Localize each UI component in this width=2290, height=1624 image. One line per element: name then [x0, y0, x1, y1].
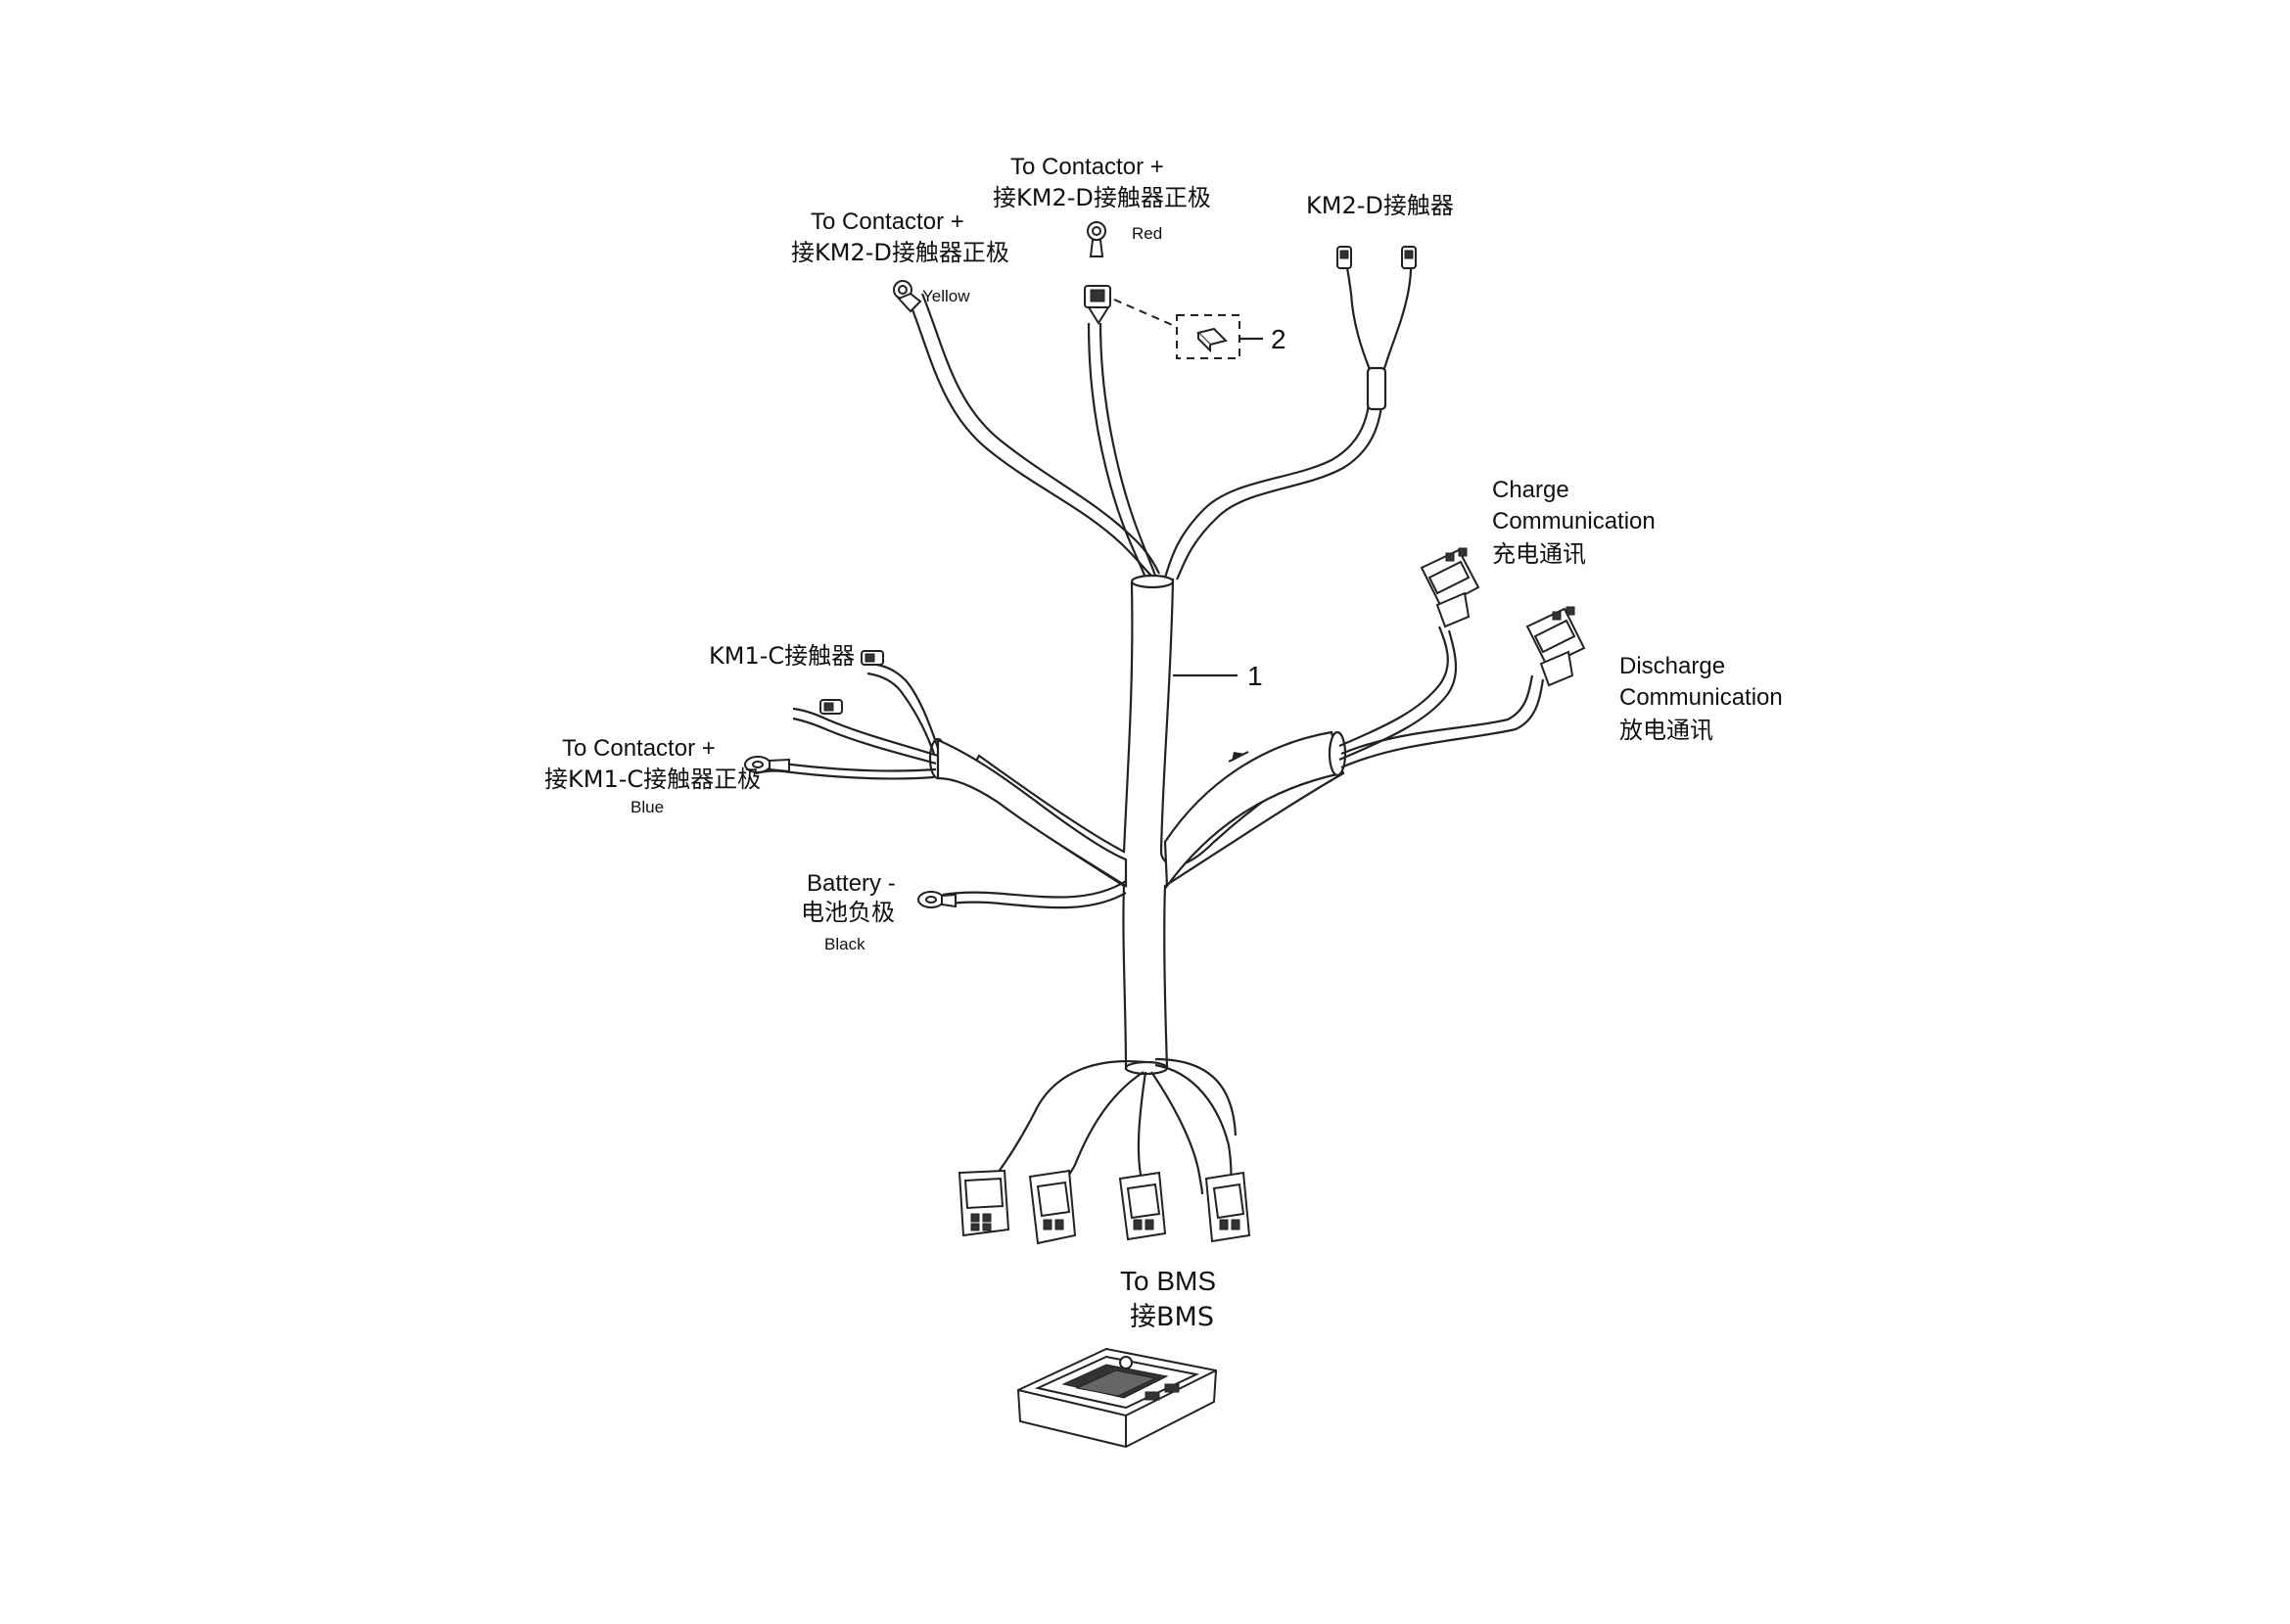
terminal-red: [1084, 221, 1111, 325]
km1c-label: KM1-C接触器: [709, 642, 855, 670]
label-charge: Charge Communication 充电通讯: [1492, 477, 1656, 568]
contactor-yellow-cn: 接KM2-D接触器正极: [791, 239, 1009, 266]
battery-en: Battery -: [807, 870, 896, 897]
battery-cn: 电池负极: [801, 899, 895, 926]
bms-wires: [988, 1057, 1238, 1195]
bms-module: [1016, 1347, 1218, 1449]
battery-color: Black: [824, 935, 865, 953]
contactor-yellow-color: Yellow: [922, 287, 970, 305]
charge-en-2: Communication: [1492, 508, 1656, 534]
right-branch-end: [1328, 730, 1347, 777]
discharge-cn: 放电通讯: [1619, 717, 1713, 744]
direction-arrow: [1228, 751, 1249, 763]
charge-en-1: Charge: [1492, 477, 1569, 503]
contactor-yellow-en: To Contactor +: [811, 209, 964, 235]
battery-wire: [942, 880, 1127, 899]
bms-connector-3: [1118, 1171, 1167, 1241]
contactor-blue-en: To Contactor +: [562, 735, 716, 762]
label-contactor-yellow: To Contactor + 接KM2-D接触器正极 Yellow: [791, 209, 1009, 305]
callout-item-1: 1: [1173, 661, 1263, 691]
km2d-label: KM2-D接触器: [1306, 192, 1454, 219]
contactor-blue-cn: 接KM1-C接触器正极: [544, 766, 761, 793]
label-contactor-blue: To Contactor + 接KM1-C接触器正极 Blue: [544, 735, 761, 816]
comm-wires: [1338, 626, 1545, 769]
bms-connector-1: [958, 1169, 1010, 1237]
contactor-red-cn: 接KM2-D接触器正极: [993, 184, 1211, 211]
discharge-connector: [1525, 606, 1586, 687]
terminal-km1c-bottom: [819, 699, 843, 715]
charge-cn: 充电通讯: [1492, 540, 1586, 568]
label-contactor-red: To Contactor + 接KM2-D接触器正极 Red: [993, 154, 1211, 243]
terminal-black: [917, 891, 957, 908]
item-1-number: 1: [1247, 661, 1263, 691]
contactor-red-en: To Contactor +: [1010, 154, 1164, 180]
bms-connector-4: [1204, 1171, 1251, 1243]
terminal-km1c-top: [861, 650, 884, 666]
contactor-red-color: Red: [1132, 224, 1162, 243]
label-bms: To BMS 接BMS: [1120, 1266, 1216, 1332]
label-discharge: Discharge Communication 放电通讯: [1619, 653, 1783, 744]
discharge-en-1: Discharge: [1619, 653, 1725, 679]
bms-cn: 接BMS: [1130, 1302, 1214, 1332]
discharge-en-2: Communication: [1619, 684, 1783, 711]
charge-connector: [1420, 547, 1480, 628]
terminal-km2d-left: [1336, 246, 1352, 269]
terminal-km2d-right: [1401, 246, 1417, 269]
contactor-blue-color: Blue: [631, 798, 664, 816]
bms-en: To BMS: [1120, 1266, 1216, 1296]
label-battery: Battery - 电池负极 Black: [801, 870, 896, 953]
terminal-yellow: [893, 280, 922, 313]
upper-wires: [907, 252, 1413, 580]
main-trunk: [967, 574, 1345, 1076]
terminal-blue: [744, 756, 790, 773]
callout-item-2: 2: [1113, 299, 1286, 359]
item-2-number: 2: [1271, 324, 1286, 354]
km2d-sheath: [1366, 366, 1387, 411]
left-branch-sheath: [936, 738, 1128, 888]
bms-connector-2: [1028, 1169, 1077, 1245]
